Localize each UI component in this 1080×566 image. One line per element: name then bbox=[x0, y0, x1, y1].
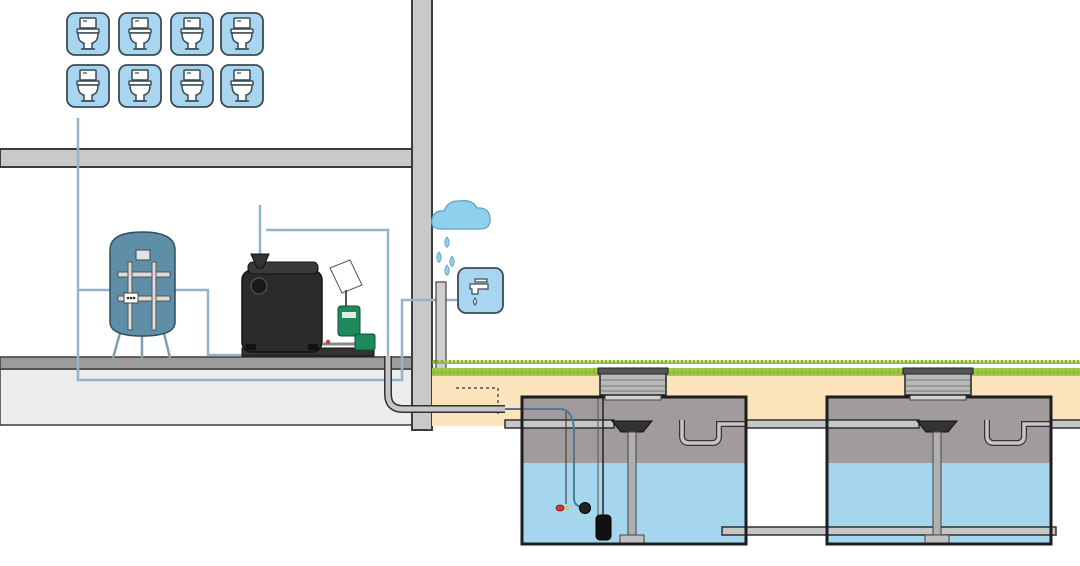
foundation bbox=[0, 368, 415, 426]
valve-dot bbox=[129, 296, 133, 300]
float-switch bbox=[555, 504, 565, 512]
upper-floor-slab bbox=[0, 148, 415, 168]
unit-port bbox=[250, 277, 268, 295]
pump-housing bbox=[354, 333, 376, 351]
booster-pump bbox=[322, 259, 376, 351]
floating-suction-filter bbox=[579, 502, 591, 514]
manhole-cover bbox=[902, 367, 974, 375]
inlet-filter bbox=[610, 420, 654, 433]
toilet-supply-pipe bbox=[76, 118, 458, 382]
tap-drop bbox=[473, 297, 477, 306]
pump-indicator bbox=[325, 339, 331, 345]
raindrop-icon bbox=[449, 255, 455, 267]
inlet-base-plate bbox=[924, 534, 950, 544]
pressure-gauge bbox=[135, 249, 151, 261]
exterior-wall bbox=[411, 0, 433, 431]
pump-motor bbox=[337, 305, 361, 337]
float-switch-weight bbox=[565, 506, 569, 510]
overflow-pipe bbox=[1047, 419, 1080, 429]
rain-cloud-icon bbox=[431, 200, 491, 230]
vessel-leg bbox=[111, 332, 122, 359]
toilet-icon bbox=[170, 12, 214, 56]
tap-spout bbox=[469, 283, 489, 295]
unit-lid bbox=[247, 261, 319, 275]
tank-connection-pipe-inner bbox=[721, 526, 747, 536]
storage-tank-2 bbox=[825, 367, 1053, 546]
vessel-pipe bbox=[117, 295, 171, 302]
pump-fitting bbox=[342, 312, 356, 318]
calmed-inlet-pipe bbox=[932, 431, 942, 536]
vessel-leg bbox=[162, 332, 172, 359]
manhole-shaft bbox=[599, 372, 667, 396]
submersible-pump bbox=[595, 514, 612, 541]
ground-floor-slab bbox=[0, 356, 415, 370]
suction-hose-outer-inner bbox=[385, 356, 505, 412]
inlet-pipe-inner bbox=[826, 419, 920, 429]
toilet-icon bbox=[220, 12, 264, 56]
valve-dot bbox=[132, 296, 136, 300]
toilet-icon bbox=[66, 64, 110, 108]
toilet-icon bbox=[118, 64, 162, 108]
toilet-icon bbox=[220, 64, 264, 108]
inlet-filter bbox=[915, 420, 959, 433]
toilet-icon bbox=[66, 12, 110, 56]
vessel-pipe bbox=[151, 261, 157, 331]
overflow-siphon-inner bbox=[985, 420, 1051, 445]
manhole-shaft bbox=[904, 372, 972, 396]
raindrop-icon bbox=[436, 251, 442, 263]
storage-tank-1 bbox=[384, 356, 748, 546]
rainwater-inlet-dashed-pipe bbox=[456, 387, 499, 414]
toilet-icon bbox=[170, 64, 214, 108]
valve-dot bbox=[126, 296, 130, 300]
vessel-body bbox=[109, 231, 176, 337]
pressure-vessel bbox=[109, 231, 176, 359]
tap-icon-box bbox=[457, 267, 504, 314]
overflow-pipe bbox=[743, 419, 831, 429]
building bbox=[0, 0, 433, 431]
inlet-base-plate bbox=[619, 534, 645, 544]
unit-funnel bbox=[250, 253, 270, 269]
calmed-inlet-pipe bbox=[627, 431, 637, 536]
toilet-grid bbox=[66, 12, 264, 108]
unit-foot bbox=[308, 344, 318, 350]
rain bbox=[431, 200, 491, 276]
control-unit bbox=[241, 253, 375, 357]
raindrop-icon bbox=[444, 264, 450, 276]
pump-switch-box bbox=[329, 259, 363, 294]
vessel-pipe bbox=[117, 271, 171, 278]
grass-blades bbox=[432, 360, 1080, 374]
tap-handle bbox=[474, 278, 488, 283]
inlet-pipe-inner bbox=[521, 419, 615, 429]
overflow-siphon-inner bbox=[680, 420, 746, 445]
toilet-icon bbox=[118, 12, 162, 56]
suction-hose bbox=[505, 408, 583, 508]
raindrop-icon bbox=[444, 236, 450, 248]
suction-line bbox=[266, 228, 390, 356]
water-tap-icon bbox=[457, 267, 504, 314]
manhole-cover bbox=[597, 367, 669, 375]
unit-foot bbox=[246, 344, 256, 350]
